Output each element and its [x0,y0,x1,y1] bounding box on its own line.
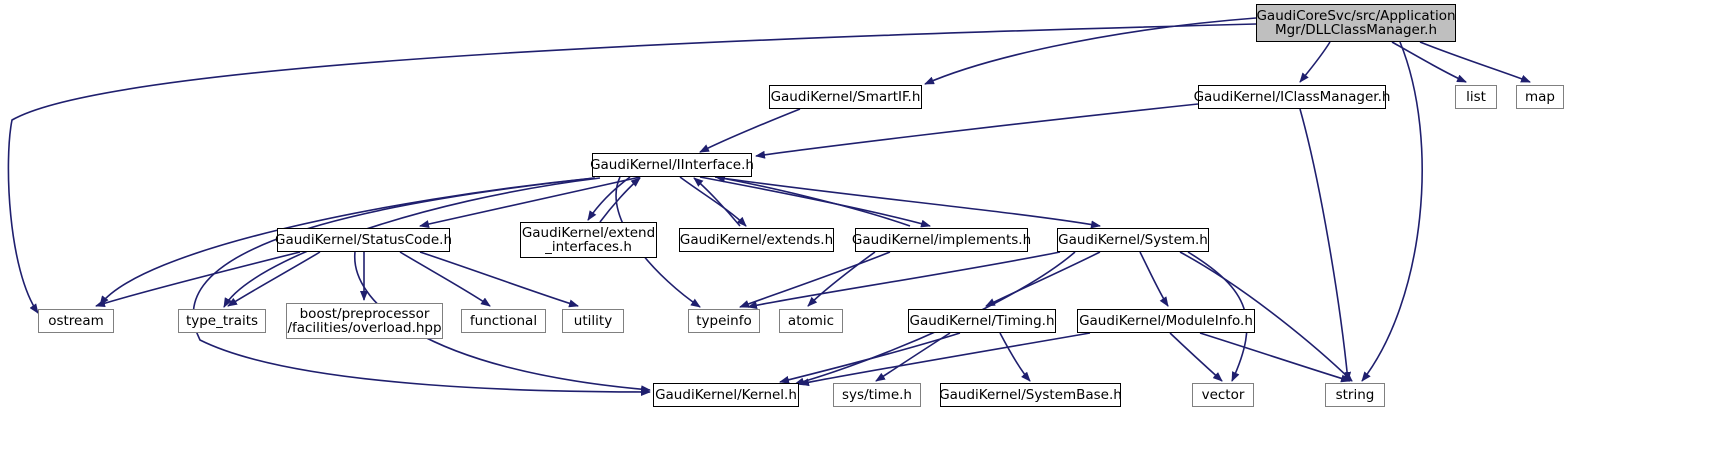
edge-iinterface-to-kernel [192,177,651,396]
node-statuscode[interactable]: GaudiKernel/StatusCode.h [275,228,452,252]
edge-system-to-typeinfo [747,251,1061,310]
node-iinterface[interactable]: GaudiKernel/IInterface.h [590,153,754,177]
edge-iclassmgr-to-string [1299,108,1352,382]
node-extends[interactable]: GaudiKernel/extends.h [679,228,834,252]
node-implements[interactable]: GaudiKernel/implements.h [852,228,1031,252]
edge-extendif-to-iinterface [599,177,641,223]
node-systembase[interactable]: GaudiKernel/SystemBase.h [939,383,1122,407]
edge-system-to-moduleinfo [1139,251,1169,307]
edge-iinterface-to-statuscode [419,176,641,228]
node-functional[interactable]: functional [461,309,546,333]
edge-implements-to-iinterface [715,174,911,227]
edge-system-to-timing [985,251,1101,307]
edge-iinterface-to-extendif [587,176,631,221]
edge-root-to-smartif [924,17,1257,85]
edge-moduleinfo-to-vector [1169,332,1223,382]
edge-implements-to-typeinfo [739,251,891,308]
node-systime[interactable]: sys/time.h [833,383,921,407]
edge-statuscode-to-typetraits [227,251,321,307]
node-ostream[interactable]: ostream [38,309,114,333]
node-list[interactable]: list [1455,85,1497,109]
node-boostpp[interactable]: boost/preprocessor /facilities/overload.… [286,303,443,339]
edge-statuscode-to-utility [419,251,579,308]
node-kernel[interactable]: GaudiKernel/Kernel.h [653,383,799,407]
node-smartif[interactable]: GaudiKernel/SmartIF.h [769,85,922,109]
node-string[interactable]: string [1325,383,1385,407]
edge-timing-to-systembase [999,332,1031,382]
node-utility[interactable]: utility [562,309,624,333]
edge-iclassmgr-to-iinterface [755,103,1199,159]
node-typeinfo[interactable]: typeinfo [688,309,760,333]
edge-implements-to-atomic [807,251,876,307]
edge-timing-to-kernel [779,332,961,384]
node-extendif[interactable]: GaudiKernel/extend _interfaces.h [520,222,657,258]
node-system[interactable]: GaudiKernel/System.h [1057,228,1209,252]
edge-timing-to-systime [875,332,951,382]
edge-moduleinfo-to-kernel [799,332,1091,387]
node-root[interactable]: GaudiCoreSvc/src/Application Mgr/DLLClas… [1256,4,1456,42]
node-map[interactable]: map [1516,85,1564,109]
edge-iinterface-to-implements [699,176,931,228]
node-timing[interactable]: GaudiKernel/Timing.h [908,309,1056,333]
node-iclassmgr[interactable]: GaudiKernel/IClassManager.h [1194,85,1390,109]
edge-smartif-to-iinterface [699,108,801,153]
edge-moduleinfo-to-string [1199,332,1351,383]
edge-extends-to-iinterface [693,177,741,227]
edge-iinterface-to-extends [679,176,747,227]
edge-root-to-iclassmgr [1299,41,1331,83]
edge-statuscode-to-functional [399,251,491,307]
edge-root-to-list [1391,41,1467,83]
node-atomic[interactable]: atomic [779,309,843,333]
edge-statuscode-to-ostream [95,251,301,308]
edge-iinterface-to-system [714,176,1101,229]
node-typetraits[interactable]: type_traits [178,309,266,333]
node-moduleinfo[interactable]: GaudiKernel/ModuleInfo.h [1077,309,1255,333]
edge-root-to-map [1419,41,1531,83]
node-vector[interactable]: vector [1192,383,1254,407]
